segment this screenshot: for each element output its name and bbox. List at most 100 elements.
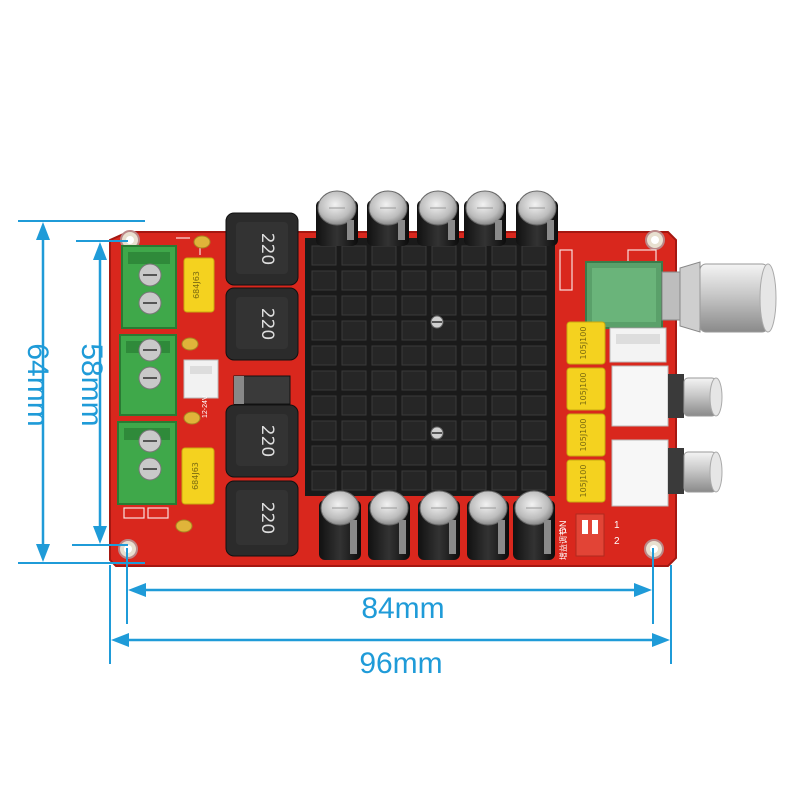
- heatsink-fin: [521, 445, 547, 466]
- heatsink-fin: [341, 270, 367, 291]
- heatsink-fin: [401, 245, 427, 266]
- heatsink-fin: [431, 395, 457, 416]
- heatsink-fin: [461, 445, 487, 466]
- heatsink-fin: [401, 445, 427, 466]
- film-cap-4: 105J100: [566, 459, 606, 503]
- ceramic-caps: [175, 235, 211, 533]
- heatsink-screw-top: [430, 315, 444, 329]
- heatsink-fin: [431, 470, 457, 491]
- svg-text:105J100: 105J100: [579, 373, 588, 406]
- heatsink-fin: [311, 395, 337, 416]
- heatsink-fin: [371, 470, 397, 491]
- heatsink-fin: [341, 470, 367, 491]
- heatsink-fin: [311, 370, 337, 391]
- heatsink-fin: [401, 345, 427, 366]
- heatsink-fin: [521, 470, 547, 491]
- heatsink-fin: [371, 295, 397, 316]
- electrolytic-capacitor: [316, 190, 358, 246]
- heatsink-fin: [311, 445, 337, 466]
- electrolytic-capacitor: [367, 190, 409, 246]
- heatsink-fin: [371, 245, 397, 266]
- heatsink-fin: [401, 270, 427, 291]
- heatsink-fin: [491, 270, 517, 291]
- heatsink-fin: [491, 320, 517, 341]
- electrolytic-caps-top: [316, 190, 558, 246]
- heatsink-fin: [371, 345, 397, 366]
- heatsink-fin: [461, 245, 487, 266]
- heatsink-fin: [431, 445, 457, 466]
- heatsink-fin: [401, 470, 427, 491]
- heatsink-fin: [431, 295, 457, 316]
- jst-connector-right: [609, 327, 667, 363]
- heatsink-fin: [371, 270, 397, 291]
- dip-switch-number-2: 2: [614, 536, 620, 547]
- heatsink-fin: [311, 470, 337, 491]
- heatsink-fin: [311, 295, 337, 316]
- svg-text:220: 220: [257, 425, 277, 457]
- inductor-2: 220: [225, 287, 299, 361]
- heatsink-fin: [461, 270, 487, 291]
- heatsink-fin: [341, 295, 367, 316]
- film-cap-3: 105J100: [566, 413, 606, 457]
- volume-knob: [661, 261, 777, 333]
- heatsink-fin: [371, 420, 397, 441]
- heatsink-fin: [491, 395, 517, 416]
- heatsink-fin: [431, 245, 457, 266]
- svg-text:12-24V: 12-24V: [202, 395, 209, 418]
- electrolytic-capacitor: [319, 490, 361, 560]
- dip-switch: ON 1 2 增益调节: [558, 513, 620, 560]
- heatsink-fin: [431, 345, 457, 366]
- svg-text:220: 220: [257, 308, 277, 340]
- heatsink-fin: [371, 320, 397, 341]
- heatsink-fin: [461, 420, 487, 441]
- heatsink-fin: [491, 245, 517, 266]
- electrolytic-capacitor: [417, 190, 459, 246]
- heatsink-fin: [521, 245, 547, 266]
- electrolytic-capacitor: [516, 190, 558, 246]
- svg-text:105J100: 105J100: [579, 327, 588, 360]
- heatsink-fin: [461, 370, 487, 391]
- heatsink-fin: [401, 295, 427, 316]
- schottky-diode: [233, 375, 291, 405]
- heatsink-fin: [431, 270, 457, 291]
- film-cap-1: 105J100: [566, 321, 606, 365]
- heatsink-fin: [461, 320, 487, 341]
- heatsink-fin: [521, 270, 547, 291]
- svg-text:684J63: 684J63: [192, 271, 201, 299]
- heatsink-fin: [461, 295, 487, 316]
- dimension-84mm: 84mm: [126, 548, 654, 625]
- svg-text:105J100: 105J100: [579, 465, 588, 498]
- heatsink-fin: [491, 370, 517, 391]
- inductor-4: 220: [225, 480, 299, 557]
- heatsink-fin: [431, 370, 457, 391]
- heatsink-fin: [491, 470, 517, 491]
- svg-text:220: 220: [257, 502, 277, 534]
- heatsink-fin: [521, 420, 547, 441]
- heatsink-fin: [341, 320, 367, 341]
- svg-text:220: 220: [257, 233, 277, 265]
- electrolytic-capacitor: [464, 190, 506, 246]
- heatsink-fin: [521, 395, 547, 416]
- heatsink-fin: [401, 420, 427, 441]
- potentiometer: [585, 261, 663, 329]
- dip-switch-number-1: 1: [614, 520, 620, 531]
- heatsink-fin: [371, 445, 397, 466]
- heatsink-fin: [311, 345, 337, 366]
- electrolytic-caps-bottom: [319, 490, 555, 560]
- small-film-cap-top: 684J63: [183, 257, 215, 313]
- heatsink-fin: [401, 320, 427, 341]
- heatsink-fin: [401, 370, 427, 391]
- jst-connector-left: [183, 359, 219, 399]
- svg-text:64mm: 64mm: [21, 343, 54, 426]
- dimension-96mm: 96mm: [109, 565, 672, 680]
- dimension-64mm: 64mm: [18, 220, 145, 564]
- heatsink-fin: [341, 420, 367, 441]
- film-cap-2: 105J100: [566, 367, 606, 411]
- heatsink-fin: [371, 370, 397, 391]
- electrolytic-capacitor: [467, 490, 509, 560]
- inductor-3: 220: [225, 404, 299, 478]
- svg-text:58mm: 58mm: [75, 343, 108, 426]
- electrolytic-capacitor: [368, 490, 410, 560]
- svg-text:105J100: 105J100: [579, 419, 588, 452]
